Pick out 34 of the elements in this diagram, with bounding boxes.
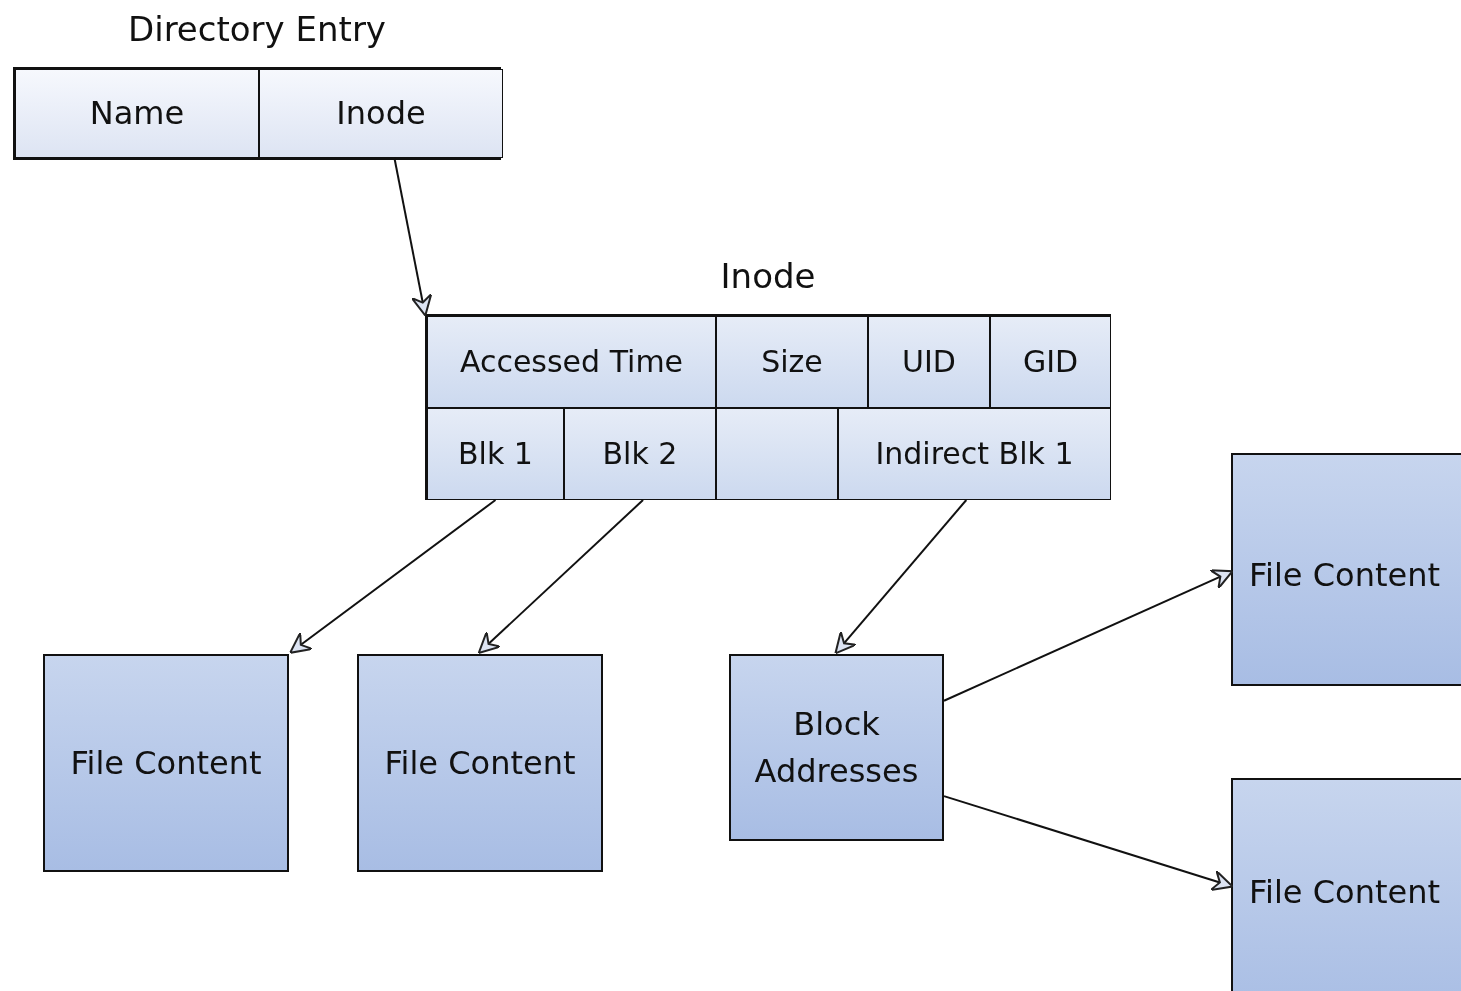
arrow (393, 157, 433, 317)
data-block (1231, 778, 1461, 991)
field-cell (838, 408, 1111, 500)
data-block (43, 654, 289, 872)
data-block (357, 654, 603, 872)
cell-label: Block Addresses (753, 704, 920, 792)
field-cell (564, 408, 716, 500)
cell-label: Accessed Time (459, 343, 684, 382)
data-block (1231, 453, 1461, 686)
arrow (477, 499, 645, 654)
data-block (729, 654, 944, 841)
cell-label: File Content (1249, 871, 1440, 913)
cell-label: Blk 1 (458, 435, 533, 474)
field-cell (716, 316, 868, 408)
field-cell (427, 316, 716, 408)
cell-label: UID (902, 343, 956, 382)
field-cell (868, 316, 990, 408)
field-cell (427, 408, 564, 500)
cell-label: Size (761, 343, 823, 382)
table-title: Inode (720, 256, 816, 296)
arrow (289, 499, 497, 654)
cell-label: File Content (384, 742, 576, 784)
cell-label: Inode (336, 93, 426, 135)
field-cell (15, 69, 259, 158)
field-cell (259, 69, 503, 158)
cell-label: File Content (1249, 555, 1440, 597)
cell-label: Blk 2 (602, 435, 678, 474)
cell-label: File Content (70, 742, 262, 784)
cell-label: Name (89, 93, 185, 135)
cell-label: Indirect Blk 1 (875, 435, 1074, 474)
field-cell (990, 316, 1111, 408)
arrow (834, 499, 968, 655)
table-title: Directory Entry (128, 9, 386, 49)
cell-label: GID (1022, 343, 1079, 382)
